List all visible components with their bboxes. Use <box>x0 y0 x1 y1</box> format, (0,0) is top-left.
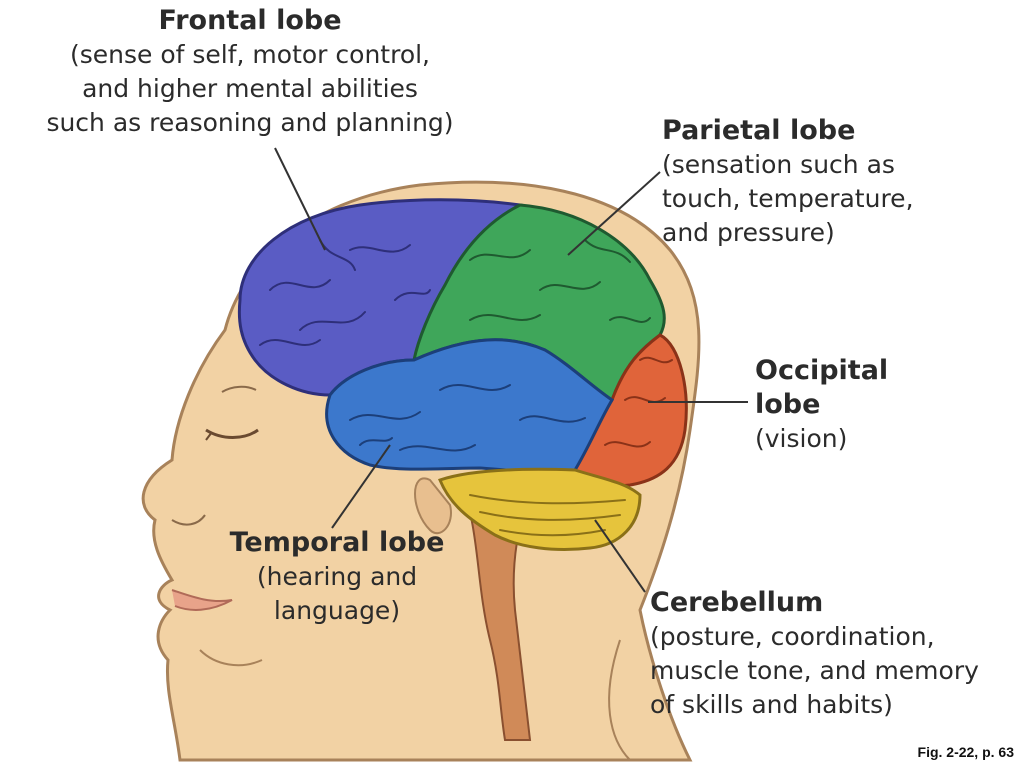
eye <box>205 428 259 439</box>
cerebellum-title: Cerebellum <box>650 587 824 618</box>
brainstem <box>456 478 532 741</box>
chin-line <box>199 649 263 667</box>
parietal-lobe-title: Parietal lobe <box>662 115 856 146</box>
ear <box>414 477 452 535</box>
eyebrow <box>221 385 257 393</box>
temporal-folds <box>349 384 586 452</box>
cerebellum <box>438 467 642 551</box>
cerebellum-label: Cerebellum (posture, coordination, muscl… <box>650 586 1020 722</box>
lips <box>171 589 233 611</box>
eye-lash <box>205 431 213 441</box>
frontal-leader-line <box>274 147 326 251</box>
cerebellum-description: (posture, coordination, muscle tone, and… <box>650 622 979 719</box>
temporal-lobe-title: Temporal lobe <box>229 527 445 558</box>
occipital-lobe-description: (vision) <box>755 424 848 453</box>
temporal-lobe-label: Temporal lobe (hearing and language) <box>222 526 452 628</box>
parietal-folds <box>469 239 651 323</box>
nostril <box>171 514 206 526</box>
cerebellum-folds <box>469 494 626 537</box>
frontal-lobe-label: Frontal lobe (sense of self, motor contr… <box>20 4 480 140</box>
figure-caption: Fig. 2-22, p. 63 <box>917 744 1014 760</box>
occipital-lobe-title: Occipital lobe <box>755 355 889 420</box>
temporal-lobe-description: (hearing and language) <box>256 562 418 625</box>
frontal-folds <box>259 239 431 346</box>
parietal-lobe-label: Parietal lobe (sensation such as touch, … <box>662 114 1002 250</box>
neck-shadow <box>608 639 631 761</box>
frontal-lobe-description: (sense of self, motor control, and highe… <box>46 40 454 137</box>
parietal-lobe-description: (sensation such as touch, temperature, a… <box>662 150 914 247</box>
occipital-lobe-label: Occipital lobe (vision) <box>755 354 995 456</box>
occipital-folds <box>604 356 673 448</box>
temporal-leader-line <box>331 444 391 529</box>
frontal-lobe-title: Frontal lobe <box>158 5 342 36</box>
cerebellum-leader-line <box>594 519 646 593</box>
parietal-leader-line <box>567 171 661 256</box>
